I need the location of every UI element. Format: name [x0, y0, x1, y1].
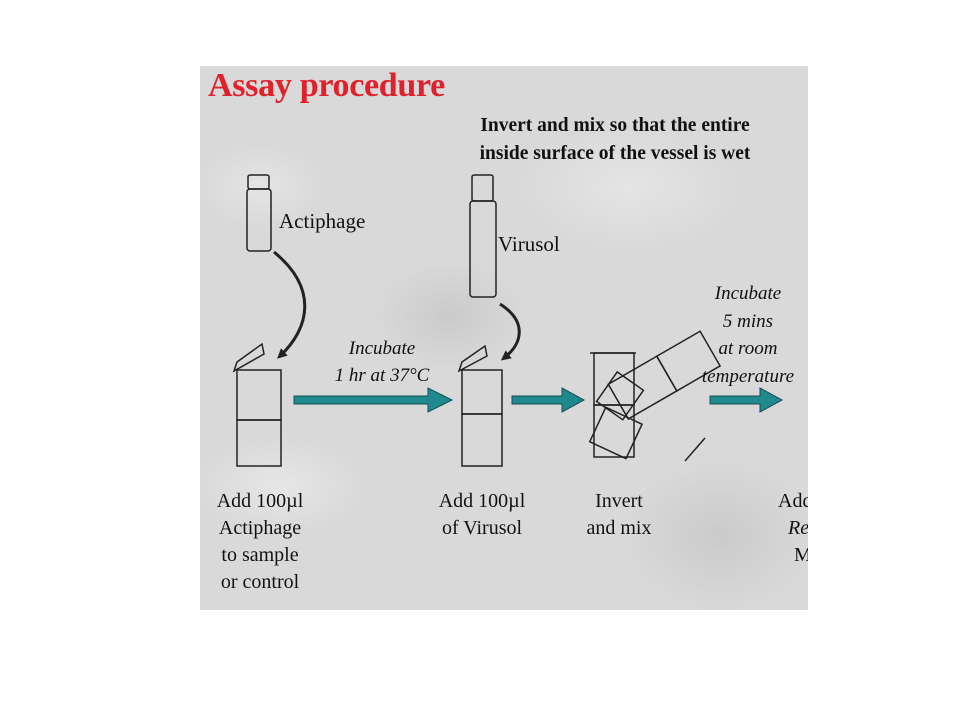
incubate-1-label: Incubate 1 hr at 37°C: [312, 336, 452, 389]
incubate-2-label: Incubate 5 mins at room temperature: [678, 280, 808, 390]
step-4-line: Add: [778, 490, 808, 512]
incubate-2-line3: at room: [718, 338, 778, 360]
incubate-2-line1: Incubate: [714, 283, 782, 304]
incubate-2-line2: 5 mins: [722, 310, 774, 332]
step-3-line: Invert: [595, 490, 643, 512]
incubate-1-line1: Incubate: [348, 338, 416, 359]
step-1-line: Add 100µl: [216, 490, 304, 512]
instruction-text: Invert and mix so that the entire inside…: [479, 115, 751, 165]
slide-panel: Assay procedure Invert and mix so that t…: [200, 66, 808, 610]
procedure-diagram: [232, 174, 784, 467]
incubate-arrow-2: [709, 387, 784, 413]
virusol-tube-icon: [469, 174, 497, 298]
actiphage-label: Actiphage: [279, 209, 366, 233]
step-2-caption: Add 100µl of Virusol: [422, 488, 542, 542]
step-3-caption: Invert and mix: [564, 488, 674, 542]
incubate-2-line4: temperature: [701, 365, 795, 387]
inverted-tubes-icon: [588, 330, 722, 462]
incubate-arrow-1: [293, 387, 454, 413]
step-1-caption: Add 100µl Actiphage to sample or control: [200, 488, 320, 596]
step-2-line: Add 100µl: [438, 490, 526, 512]
step-2-line: of Virusol: [441, 517, 523, 539]
step-3-line: and mix: [586, 517, 652, 539]
step-1-line: or control: [220, 571, 300, 593]
virusol-label: Virusol: [498, 232, 560, 256]
curved-arrow-icon: [499, 302, 521, 361]
step-1-line: Actiphage: [218, 517, 302, 539]
actiphage-tube-icon: [246, 174, 272, 252]
step-4-line: Re: [788, 517, 808, 539]
sample-tube-1-icon: [232, 342, 282, 467]
step-4-caption: Add Re M: [778, 488, 808, 569]
curved-arrow-icon: [273, 250, 307, 359]
step-4-line: M: [794, 544, 808, 566]
slide-title: Assay procedure: [208, 67, 445, 104]
sample-tube-2-icon: [457, 344, 503, 467]
step-1-line: to sample: [221, 544, 299, 566]
incubate-1-line2: 1 hr at 37°C: [334, 364, 430, 386]
mix-arrow: [511, 387, 586, 413]
